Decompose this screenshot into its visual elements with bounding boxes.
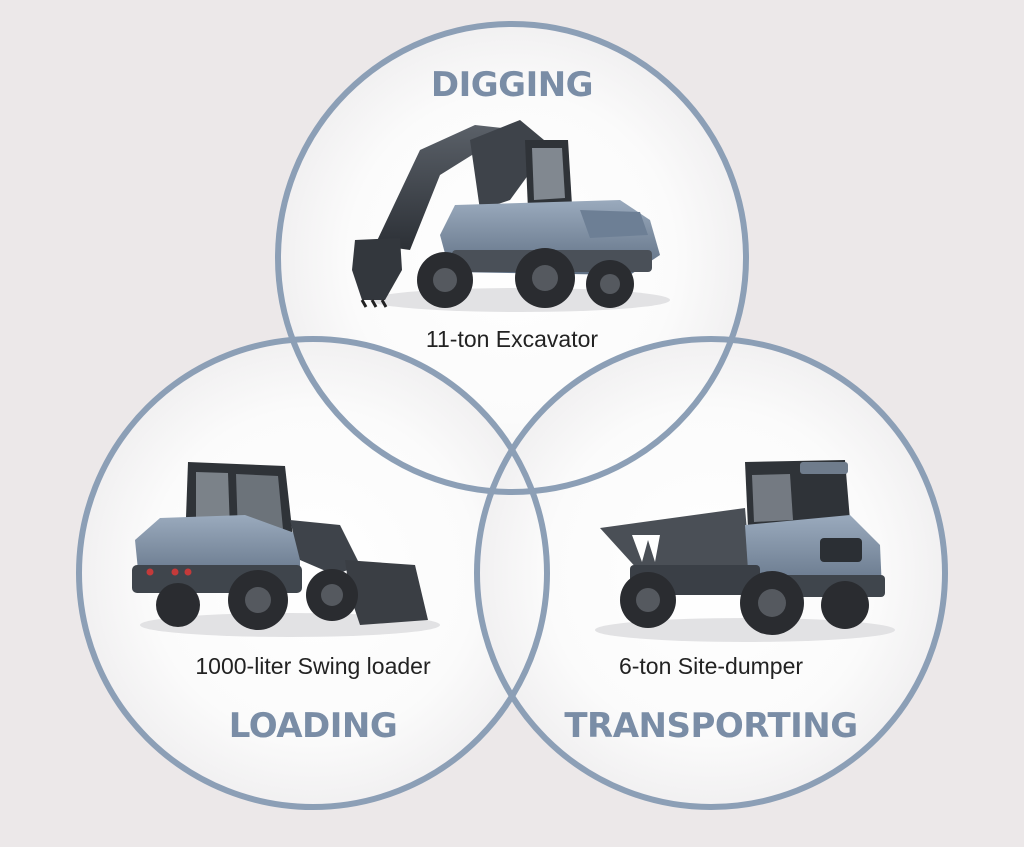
swing-loader-caption: 1000-liter Swing loader	[195, 653, 431, 679]
wheeled-excavator-icon	[352, 120, 670, 312]
wheel-loader-icon	[132, 462, 440, 637]
site-dumper-caption: 6-ton Site-dumper	[619, 653, 803, 679]
circle-outlines	[76, 21, 948, 810]
site-dumper-icon	[595, 460, 895, 642]
excavator-caption: 11-ton Excavator	[426, 326, 599, 352]
transporting-circle	[474, 336, 948, 810]
circle-fills	[79, 24, 945, 807]
digging-title: DIGGING	[431, 65, 593, 105]
loading-circle	[76, 336, 550, 810]
transporting-title: TRANSPORTING	[564, 706, 857, 746]
loading-title: LOADING	[229, 706, 398, 746]
digging-circle	[275, 21, 749, 495]
